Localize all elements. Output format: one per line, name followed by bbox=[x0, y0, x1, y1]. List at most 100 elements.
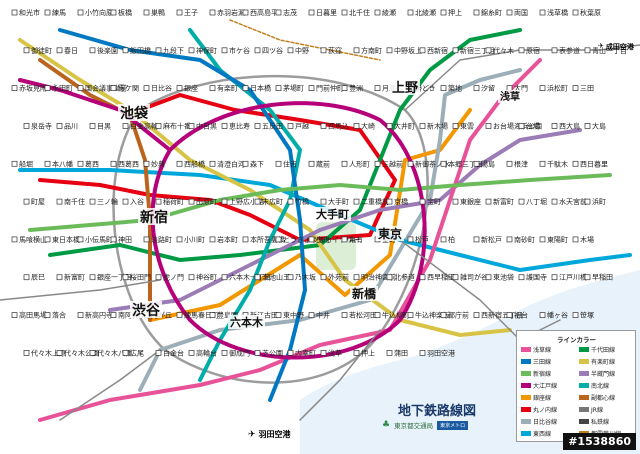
legend-label: 銀座線 bbox=[533, 395, 552, 402]
station: 小川町 bbox=[176, 235, 205, 244]
station: 新宿三丁目 bbox=[452, 46, 495, 55]
station-marker bbox=[89, 123, 96, 129]
station-label: 岩本町 bbox=[217, 235, 238, 244]
station-marker bbox=[518, 123, 525, 129]
station: 青山一丁目 bbox=[584, 46, 627, 55]
station-label: 芝公園 bbox=[262, 348, 283, 357]
station-marker bbox=[221, 123, 228, 129]
station: 御徒町 bbox=[23, 46, 52, 55]
station: 住吉 bbox=[275, 159, 297, 168]
station-label: 中野 bbox=[295, 46, 309, 55]
station: 八丁堀 bbox=[518, 197, 547, 206]
station: 国会議事堂前 bbox=[77, 84, 127, 93]
station: とうきょうスカイツリー bbox=[275, 236, 360, 244]
station: 宝町 bbox=[419, 197, 441, 206]
legend-label: 新宿線 bbox=[533, 371, 552, 378]
station-marker bbox=[341, 312, 348, 318]
station-label: 雑司が谷 bbox=[460, 273, 488, 282]
station: 白金高輪 bbox=[122, 121, 158, 130]
station: 神田 bbox=[110, 235, 132, 244]
hub-label-bg bbox=[350, 286, 378, 301]
station: 馬喰横山 bbox=[11, 235, 47, 244]
station: 中野 bbox=[287, 46, 309, 55]
station-marker bbox=[572, 9, 579, 16]
station-marker bbox=[374, 312, 381, 318]
station-label: 柏 bbox=[448, 235, 455, 244]
station: 中井 bbox=[308, 311, 330, 320]
station-marker bbox=[407, 160, 414, 167]
legend-label: 日比谷線 bbox=[533, 419, 558, 426]
station-marker bbox=[23, 198, 30, 205]
hub-label-bg bbox=[376, 226, 404, 241]
station-marker bbox=[242, 236, 249, 243]
station: 代々木 bbox=[485, 46, 514, 55]
station: 代々木八幡 bbox=[89, 348, 132, 357]
station-marker bbox=[155, 274, 162, 281]
station-marker bbox=[584, 47, 591, 54]
station-label: 国会議事堂前 bbox=[85, 84, 127, 93]
station-marker bbox=[275, 312, 282, 318]
station-label: 本郷三丁目 bbox=[448, 159, 483, 168]
station-marker bbox=[473, 160, 480, 167]
legend-entry: 私鉄線 bbox=[579, 417, 609, 426]
station: 有楽町 bbox=[209, 84, 238, 93]
station: 清澄白河 bbox=[209, 159, 245, 168]
station-marker bbox=[11, 9, 18, 16]
station: 上野広小路 bbox=[221, 197, 264, 206]
station-label: 田原町 bbox=[196, 198, 217, 206]
station-label: 代々木 bbox=[493, 46, 514, 55]
station: 桜田門 bbox=[122, 273, 151, 282]
station: 西新宿 bbox=[419, 46, 448, 55]
station-label: 小竹向原 bbox=[85, 8, 113, 17]
station: 羽田空港 bbox=[419, 348, 455, 357]
station: 品川 bbox=[56, 122, 78, 130]
station-marker bbox=[341, 236, 348, 243]
station-marker bbox=[122, 123, 129, 129]
station-marker bbox=[122, 47, 129, 54]
station-label: 志茂 bbox=[283, 8, 297, 17]
station-marker bbox=[23, 47, 30, 54]
station-label: 蔵前 bbox=[316, 159, 330, 168]
station: 新木場 bbox=[419, 121, 448, 130]
station-label: 西日暮里 bbox=[580, 159, 608, 168]
station-marker bbox=[287, 123, 294, 129]
station-marker bbox=[122, 274, 129, 281]
line-color-legend: ラインカラー 浅草線三田線新宿線大江戸線銀座線丸ノ内線日比谷線東西線千代田線有楽… bbox=[516, 330, 636, 442]
legend-swatch bbox=[521, 407, 531, 412]
hub-station-label: 新橋 bbox=[352, 286, 377, 301]
station-label: 町屋 bbox=[31, 198, 45, 206]
station: 押上 bbox=[353, 348, 375, 357]
station-marker bbox=[440, 312, 447, 318]
station-label: 宝町 bbox=[427, 197, 441, 206]
station: 初台 bbox=[506, 311, 528, 320]
station: 辰巳 bbox=[23, 274, 45, 282]
station: 月島 bbox=[374, 84, 396, 93]
hub-station-label: 上野 bbox=[392, 81, 418, 96]
station: 中野坂上 bbox=[386, 46, 422, 55]
station-marker bbox=[551, 123, 558, 129]
station: 西葛西 bbox=[110, 159, 139, 168]
station-marker bbox=[320, 198, 327, 205]
station: 人形町 bbox=[341, 160, 370, 168]
station-marker bbox=[155, 47, 162, 54]
hub-station-label: 浅草 bbox=[500, 90, 520, 103]
station-label: 虎ノ門 bbox=[163, 273, 184, 282]
legend-label: 南北線 bbox=[591, 383, 610, 390]
station-marker bbox=[23, 350, 30, 356]
hub-label-bg bbox=[390, 79, 420, 95]
station: 永田町 bbox=[44, 84, 73, 93]
station: 早稲田 bbox=[584, 273, 613, 282]
station-label: 汐留 bbox=[481, 84, 495, 93]
station: 乃木坂 bbox=[287, 273, 316, 282]
station-label: 入谷 bbox=[130, 197, 144, 206]
station-marker bbox=[452, 47, 459, 54]
hub-station-label: 渋谷 bbox=[132, 302, 161, 319]
station-label: 新御茶ノ水 bbox=[415, 159, 450, 168]
station: 麻布十番 bbox=[155, 121, 191, 130]
station-label: 小川町 bbox=[184, 235, 205, 244]
station-label: 東中野 bbox=[283, 311, 304, 320]
station-label: 浜松町 bbox=[547, 84, 568, 93]
station-label: 早稲田 bbox=[592, 273, 613, 282]
toei-logo-icon: ♣ bbox=[382, 420, 391, 430]
station: 大崎 bbox=[353, 121, 375, 130]
